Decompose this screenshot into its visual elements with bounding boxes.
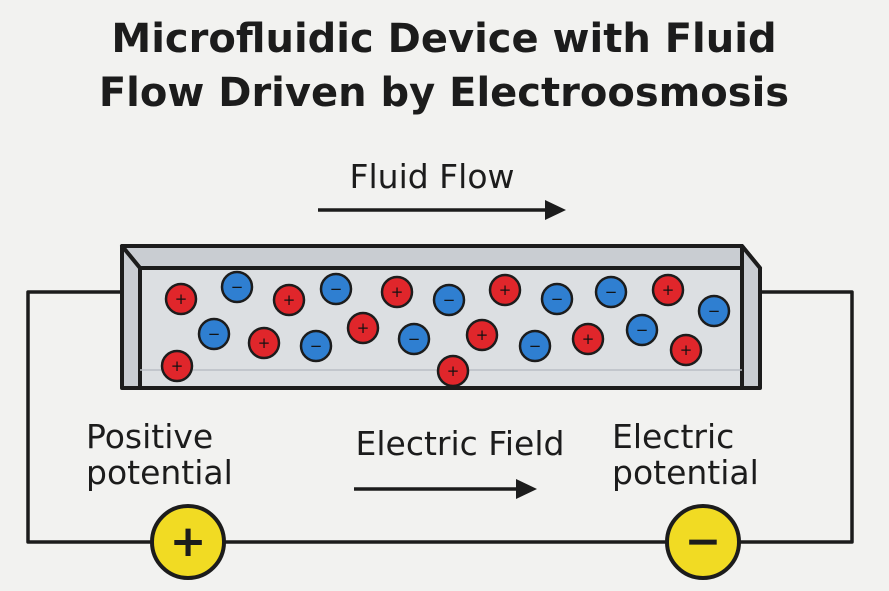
negative-ion: − bbox=[197, 317, 231, 351]
channel-right-face bbox=[740, 244, 762, 390]
channel-left-face bbox=[120, 244, 142, 390]
plus-icon: + bbox=[171, 357, 184, 375]
left-electrode-label-line-1: Positive bbox=[86, 417, 213, 456]
title-line-1: Microfluidic Device with Fluid bbox=[111, 16, 776, 62]
plus-icon: + bbox=[680, 341, 693, 359]
positive-ion: + bbox=[436, 354, 470, 388]
minus-icon: − bbox=[231, 278, 244, 296]
minus-icon: − bbox=[208, 325, 221, 343]
positive-ion: + bbox=[247, 326, 281, 360]
right-electrode-label-line-1: Electric bbox=[612, 417, 734, 456]
electric-field-label: Electric Field bbox=[356, 424, 565, 463]
negative-ion: − bbox=[432, 283, 466, 317]
positive-ion: + bbox=[571, 322, 605, 356]
negative-ion: − bbox=[299, 329, 333, 363]
negative-ion: − bbox=[697, 294, 731, 328]
ion-group: + − + − + − + − − + − − + − + − + − + − + + + bbox=[160, 270, 731, 388]
plus-icon: + bbox=[357, 319, 370, 337]
positive-ion: + bbox=[272, 283, 306, 317]
plus-icon: + bbox=[175, 290, 188, 308]
minus-icon: − bbox=[330, 280, 343, 298]
negative-ion: − bbox=[625, 313, 659, 347]
positive-ion: + bbox=[651, 273, 685, 307]
positive-ion: + bbox=[488, 273, 522, 307]
negative-ion: − bbox=[518, 329, 552, 363]
plus-icon: + bbox=[447, 362, 460, 380]
minus-icon: − bbox=[310, 337, 323, 355]
minus-icon: − bbox=[443, 291, 456, 309]
positive-ion: + bbox=[164, 282, 198, 316]
negative-ion: − bbox=[540, 282, 574, 316]
electric-field-arrow bbox=[354, 479, 537, 499]
positive-ion: + bbox=[160, 349, 194, 383]
minus-icon: − bbox=[408, 330, 421, 348]
plus-icon: + bbox=[499, 281, 512, 299]
minus-icon: − bbox=[636, 321, 649, 339]
positive-ion: + bbox=[669, 333, 703, 367]
minus-icon: − bbox=[605, 283, 618, 301]
fluid-flow-arrow bbox=[318, 200, 566, 220]
minus-icon: − bbox=[685, 516, 722, 567]
right-electrode-label-line-2: potential bbox=[612, 453, 759, 492]
plus-icon: + bbox=[662, 281, 675, 299]
title-line-2: Flow Driven by Electroosmosis bbox=[99, 70, 789, 116]
negative-ion: − bbox=[594, 275, 628, 309]
positive-terminal: + bbox=[150, 504, 226, 580]
plus-icon: + bbox=[258, 334, 271, 352]
left-electrode-label-line-2: potential bbox=[86, 453, 233, 492]
minus-icon: − bbox=[529, 337, 542, 355]
positive-ion: + bbox=[380, 275, 414, 309]
negative-ion: − bbox=[319, 272, 353, 306]
circuit-wire bbox=[26, 290, 854, 544]
negative-terminal: − bbox=[665, 504, 741, 580]
fluid-flow-label: Fluid Flow bbox=[350, 157, 515, 196]
positive-ion: + bbox=[346, 311, 380, 345]
plus-icon: + bbox=[582, 330, 595, 348]
negative-ion: − bbox=[397, 322, 431, 356]
positive-ion: + bbox=[465, 318, 499, 352]
plus-icon: + bbox=[283, 291, 296, 309]
minus-icon: − bbox=[551, 290, 564, 308]
minus-icon: − bbox=[708, 302, 721, 320]
plus-icon: + bbox=[476, 326, 489, 344]
channel-top-face bbox=[120, 244, 762, 270]
plus-icon: + bbox=[391, 283, 404, 301]
negative-ion: − bbox=[220, 270, 254, 304]
plus-icon: + bbox=[170, 516, 207, 567]
